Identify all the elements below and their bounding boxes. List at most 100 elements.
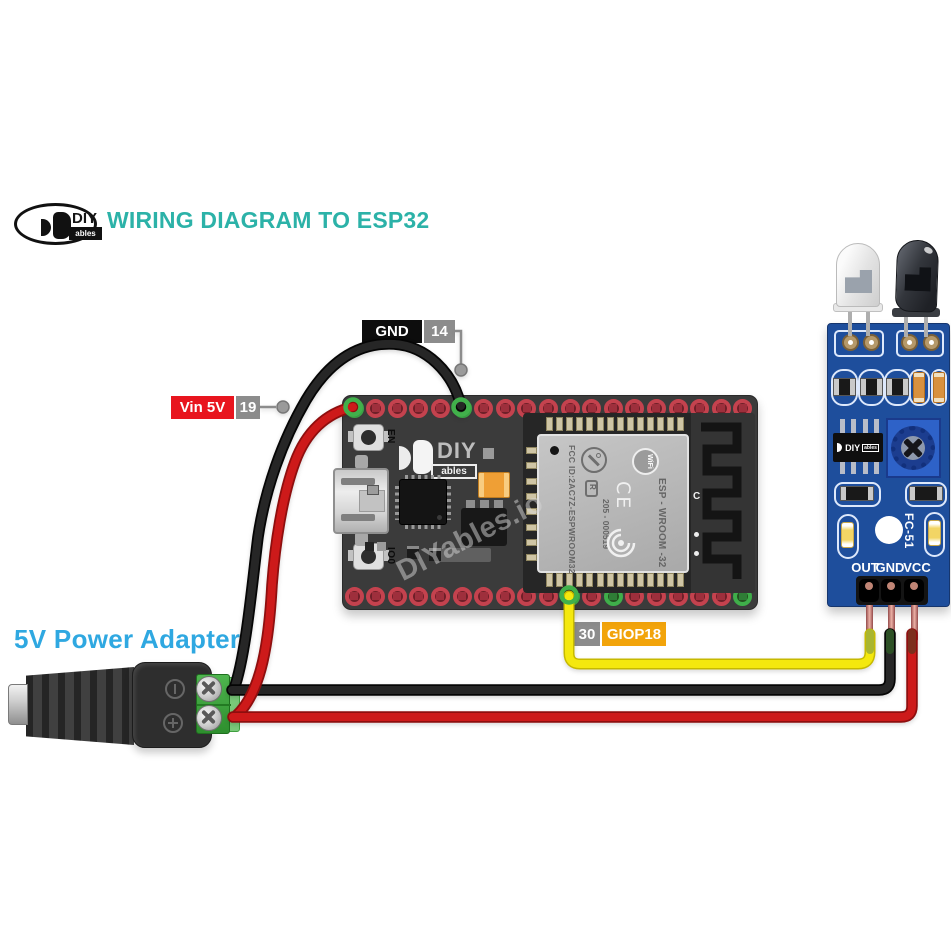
smd-transistor	[886, 378, 909, 396]
solder-stub	[636, 573, 644, 587]
esp32-pin	[387, 398, 407, 418]
module-name-text: ESP - WROOM -32	[656, 478, 667, 568]
ir-sensor-board: DIY ables FC-51 OUT GND VCC	[827, 323, 950, 641]
anatel-spiral-icon	[606, 528, 636, 558]
mounting-hole	[875, 516, 903, 544]
pointer-line-14	[455, 329, 463, 364]
terminal-screw-icon	[196, 705, 222, 731]
sensor-header-pin	[887, 603, 895, 641]
logo-subtext: ables	[69, 227, 102, 240]
solder-stub	[606, 417, 614, 431]
diyables-logo: DIY ables	[14, 203, 102, 245]
solder-stub	[526, 538, 537, 546]
chip-logo-text: DIY	[845, 442, 861, 453]
solder-stub	[576, 417, 584, 431]
led-leg	[924, 315, 928, 337]
status-led	[928, 520, 941, 546]
esp32-pin	[344, 398, 364, 418]
gpio-pin-number: 30	[574, 622, 600, 646]
regulator-pad	[466, 500, 475, 508]
esp32-pin	[690, 398, 710, 418]
wire-sensor-gnd	[226, 628, 896, 696]
smd-resistor	[933, 372, 945, 403]
silkscreen-logo-glyph-icon	[413, 440, 433, 474]
capacitor	[478, 472, 510, 498]
logo-text: DIY	[72, 210, 98, 227]
solder-stub	[566, 573, 574, 587]
smd-component	[367, 485, 379, 495]
sensor-pin-label-gnd: GND	[875, 560, 905, 575]
gnd-label: GND	[362, 320, 422, 343]
led-leg	[904, 315, 908, 337]
solder-stub	[566, 417, 574, 431]
silkscreen-box	[831, 369, 858, 406]
solder-stub	[677, 573, 685, 587]
voltage-regulator	[461, 508, 507, 546]
gpio-label: GIOP18	[602, 622, 666, 646]
silkscreen-box	[905, 482, 947, 507]
regulator-pad	[494, 500, 503, 508]
solder-stub	[556, 417, 564, 431]
vin-label: Vin 5V	[171, 396, 234, 419]
solder-stub	[526, 554, 537, 562]
led-solder-pad	[923, 334, 940, 351]
esp32-pin	[366, 398, 386, 418]
barrel-jack-ribbed-body	[26, 667, 134, 745]
sensor-pin-label-vcc: VCC	[903, 560, 931, 575]
solder-stub	[667, 573, 675, 587]
regulator-pad	[480, 500, 489, 508]
solder-stub	[546, 573, 553, 587]
wire-sensor-vcc	[227, 628, 918, 723]
module-rf-shield: FCC ID:2AC7Z-ESPWROOM32 WiFi R 205 - 000…	[537, 434, 689, 574]
ir-emitter-led	[836, 243, 880, 307]
antenna-letter: C	[693, 491, 701, 502]
solder-stub	[596, 417, 604, 431]
silkscreen-box	[837, 514, 859, 559]
solder-stub	[657, 573, 665, 587]
silkscreen-logo-text: DIY	[437, 438, 477, 463]
ir-receiver-led-flange	[892, 308, 940, 317]
solder-stub	[626, 417, 634, 431]
en-button-label: EN	[385, 429, 396, 444]
smd-resistor	[840, 486, 874, 501]
esp32-board: EN IO0 DIY ables	[333, 395, 758, 610]
comparator-chip: DIY ables	[833, 433, 883, 462]
wifi-logo-icon: WiFi	[632, 448, 659, 475]
usb-tab	[355, 455, 368, 469]
led-solder-pad	[901, 334, 918, 351]
esp-wroom-32-module: C FCC ID:2AC7Z-ESPWROOM32 WiFi R	[523, 413, 755, 593]
potentiometer-icon	[886, 418, 941, 478]
esp32-pin	[452, 398, 472, 418]
sensor-pin-label-out: OUT	[851, 560, 879, 575]
esp32-pin	[495, 586, 515, 606]
ce-mark-icon: CE	[612, 481, 634, 511]
solder-stub	[526, 492, 537, 500]
solder-stub	[586, 417, 594, 431]
solder-stub	[677, 417, 685, 431]
solder-stub	[586, 573, 594, 587]
vin-pin-number: 19	[236, 396, 260, 419]
esp32-pin	[409, 398, 429, 418]
sensor-header-pin	[865, 603, 873, 641]
led-leg	[866, 312, 870, 336]
solder-stub	[526, 523, 537, 531]
led-solder-pad	[842, 334, 859, 351]
sensor-model-text: FC-51	[902, 513, 916, 549]
solder-stub	[647, 417, 654, 431]
wifi-logo-text: WiFi	[646, 454, 653, 469]
silkscreen-box	[931, 369, 947, 406]
wifi-antenna-icon: C	[691, 413, 755, 593]
solder-stub	[556, 573, 564, 587]
esp32-pin	[474, 586, 494, 606]
smd-transistor	[833, 378, 856, 396]
solder-stub	[526, 477, 537, 485]
esp32-pin	[474, 398, 494, 418]
silkscreen-box	[924, 512, 945, 557]
wire-sensor-gnd-core	[228, 630, 894, 694]
gnd-pin-number: 14	[424, 320, 455, 343]
wire-sensor-vcc-core	[229, 630, 916, 721]
solder-stub	[526, 508, 537, 516]
chip-logo-subtext: ables	[862, 443, 879, 452]
esp32-pin	[495, 398, 515, 418]
